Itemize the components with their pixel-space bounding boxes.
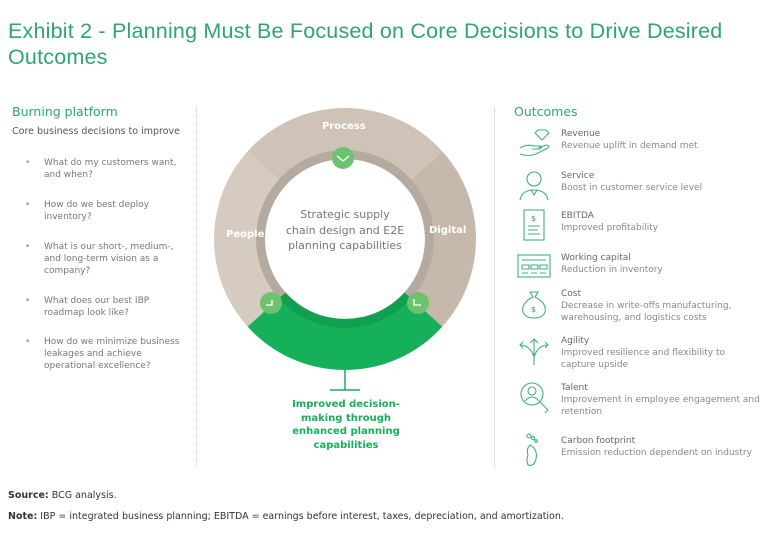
svg-text:$: $ bbox=[531, 214, 536, 223]
inventory-board-icon bbox=[517, 254, 551, 278]
exhibit-title: Exhibit 2 - Planning Must Be Focused on … bbox=[8, 19, 723, 69]
outcome-title: Agility bbox=[561, 336, 590, 346]
label-people: People bbox=[226, 229, 265, 240]
source-note: Source: BCG analysis. bbox=[8, 490, 117, 501]
abbreviation-note: Note: IBP = integrated business planning… bbox=[8, 511, 564, 522]
outcome-title: EBITDA bbox=[561, 211, 594, 221]
outcome-description: Emission reduction dependent on industry bbox=[561, 448, 752, 458]
inner-band-green bbox=[278, 292, 412, 328]
talent-search-icon bbox=[520, 382, 549, 414]
outcome-item: EBITDA Improved profitability bbox=[561, 210, 761, 234]
check-badge-left bbox=[260, 292, 282, 314]
question-item: What do my customers want, and when? bbox=[25, 157, 184, 181]
outcome-description: Improved resilience and flexibility to c… bbox=[561, 348, 726, 370]
question-item: What is our short-, medium-, and long-te… bbox=[25, 241, 184, 277]
outcome-description: Reduction in inventory bbox=[561, 265, 663, 275]
capability-ring bbox=[213, 107, 477, 391]
invoice-icon: $ bbox=[523, 209, 545, 241]
label-digital: Digital bbox=[429, 225, 467, 236]
outcome-title: Service bbox=[561, 171, 595, 181]
money-bag-icon: $ bbox=[522, 291, 546, 319]
outcome-title: Carbon footprint bbox=[561, 436, 636, 446]
question-item: How do we best deploy inventory? bbox=[25, 199, 184, 223]
customer-agent-icon bbox=[519, 171, 549, 201]
outcome-description: Revenue uplift in demand met bbox=[561, 141, 698, 151]
inner-band bbox=[256, 150, 434, 299]
source-label: Source: bbox=[8, 490, 49, 501]
source-text: BCG analysis. bbox=[51, 490, 117, 501]
svg-text:$: $ bbox=[531, 305, 536, 314]
arrows-split-icon bbox=[519, 338, 549, 365]
outcome-title: Revenue bbox=[561, 129, 601, 139]
outcome-description: Improvement in employee engagement and r… bbox=[561, 395, 760, 417]
label-process: Process bbox=[322, 121, 366, 132]
burning-platform-subheading: Core business decisions to improve bbox=[12, 126, 181, 137]
note-text: IBP = integrated business planning; EBIT… bbox=[40, 511, 564, 522]
outcome-description: Improved profitability bbox=[561, 223, 659, 233]
divider bbox=[494, 108, 495, 468]
hand-diamond-icon bbox=[519, 129, 550, 157]
outcome-title: Working capital bbox=[561, 253, 631, 263]
question-item: How do we minimize business leakages and… bbox=[25, 336, 184, 372]
outcome-title: Talent bbox=[561, 383, 588, 393]
outcome-title: Cost bbox=[561, 289, 582, 299]
check-badge-right bbox=[407, 292, 429, 314]
segment-process bbox=[247, 107, 443, 186]
question-item: What does our best IBP roadmap look like… bbox=[25, 295, 184, 319]
burning-platform-heading: Burning platform bbox=[12, 104, 118, 119]
note-label: Note: bbox=[8, 511, 38, 522]
outcomes-heading: Outcomes bbox=[514, 104, 578, 119]
divider bbox=[196, 108, 197, 468]
footprint-icon bbox=[526, 433, 538, 466]
result-text: Improved decision-making through enhance… bbox=[292, 399, 400, 451]
center-text: Strategic supply chain design and E2E pl… bbox=[285, 208, 405, 252]
outcome-description: Boost in customer service level bbox=[561, 183, 703, 193]
outcome-description: Decrease in write-offs manufacturing, wa… bbox=[561, 301, 732, 323]
check-badge-top bbox=[332, 147, 354, 169]
